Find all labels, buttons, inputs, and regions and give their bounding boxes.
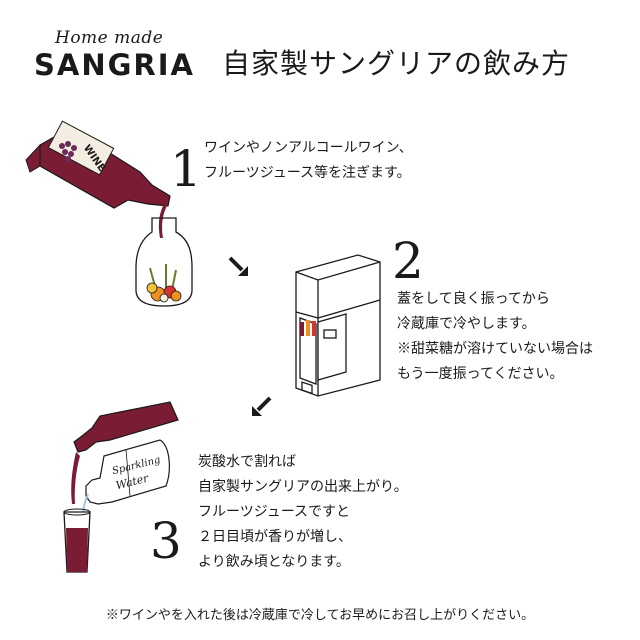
step-3-line: より飲み頃となります。 (198, 554, 350, 570)
step-1-text: ワインやノンアルコールワイン、 フルーツジュース等を注ぎます。 (204, 136, 413, 186)
brand-subtitle: Home made (55, 28, 164, 48)
step-2-text: 蓋をして良く振ってから 冷蔵庫で冷やします。 ※甜菜糖が溶けていない場合は もう… (397, 287, 593, 387)
jar-icon (135, 217, 193, 307)
step-1-line: ワインやノンアルコールワイン、 (204, 140, 413, 156)
arrow-icon (252, 396, 272, 416)
step-2-line: 蓋をして良く振ってから (397, 291, 550, 307)
step-2-line: もう一度振ってください。 (397, 366, 564, 382)
step-1-number: 1 (170, 140, 202, 198)
step-3-text: 炭酸水で割れば 自家製サングリアの出来上がり。 フルーツジュースですと ２日目頃… (198, 450, 408, 575)
step-3-line: 炭酸水で割れば (198, 454, 296, 470)
wine-bottle-icon (25, 120, 171, 238)
step-2-number: 2 (392, 232, 424, 290)
step-3-line: ２日目頃が香りが増し、 (198, 529, 352, 545)
step-3-line: フルーツジュースですと (198, 504, 351, 520)
page-title: 自家製サングリアの飲み方 (222, 47, 571, 80)
arrow-icon (228, 256, 248, 276)
step-3-number: 3 (150, 512, 182, 570)
bottles-in-fridge (300, 320, 316, 336)
step-1-line: フルーツジュース等を注ぎます。 (204, 165, 411, 181)
wine-bottle-icon (71, 401, 179, 504)
step-3-line: 自家製サングリアの出来上がり。 (198, 479, 408, 495)
step-2-line: ※甜菜糖が溶けていない場合は (397, 341, 593, 357)
glass-icon (63, 508, 91, 573)
brand-title: SANGRIA (34, 48, 195, 82)
step-2-line: 冷蔵庫で冷やします。 (397, 316, 536, 332)
footer-note: ※ワインやを入れた後は冷蔵庫で冷してお早めにお召し上がりください。 (105, 608, 535, 623)
